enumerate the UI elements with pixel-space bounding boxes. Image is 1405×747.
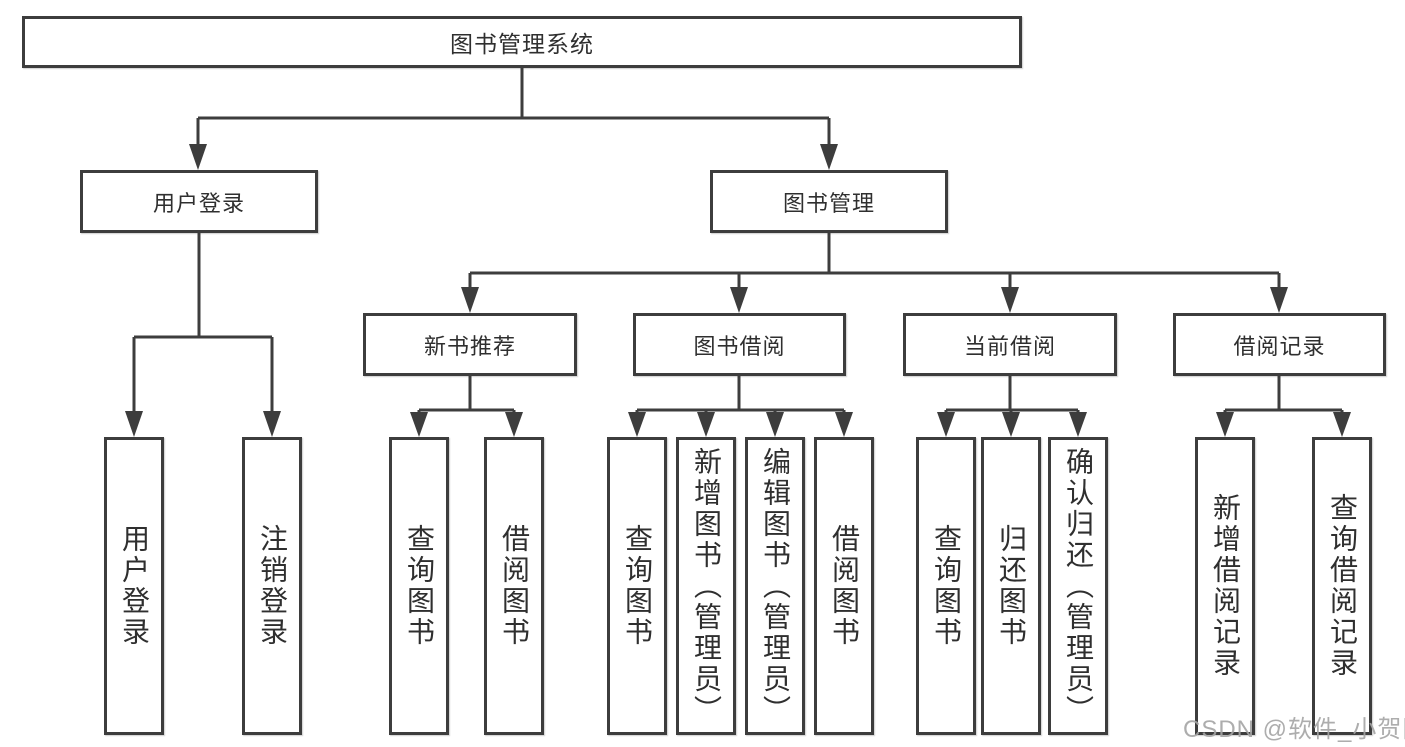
leaf-label: 编辑图书（管理员） bbox=[760, 446, 791, 726]
arrowheads bbox=[125, 144, 1351, 437]
node-label: 新书推荐 bbox=[423, 333, 516, 359]
leaf-query-books-newbooks: 查询图书 bbox=[389, 437, 449, 735]
node-borrowing-records: 借阅记录 bbox=[1173, 313, 1386, 376]
leaf-borrow-books-newbooks: 借阅图书 bbox=[484, 437, 544, 735]
leaf-add-book-admin: 新增图书（管理员） bbox=[676, 437, 736, 735]
node-label: 借阅记录 bbox=[1233, 333, 1326, 359]
leaf-label: 用户登录 bbox=[119, 524, 150, 648]
leaf-logout: 注销登录 bbox=[242, 437, 302, 735]
leaf-label: 查询图书 bbox=[404, 524, 435, 648]
leaf-label: 查询图书 bbox=[931, 524, 962, 648]
node-library-management-system: 图书管理系统 bbox=[22, 16, 1022, 68]
leaf-label: 借阅图书 bbox=[829, 524, 860, 648]
leaf-label: 查询图书 bbox=[622, 524, 653, 648]
leaf-add-borrow-record: 新增借阅记录 bbox=[1195, 437, 1255, 735]
leaf-label: 确认归还（管理员） bbox=[1063, 446, 1094, 726]
leaf-return-book: 归还图书 bbox=[981, 437, 1041, 735]
leaf-edit-book-admin: 编辑图书（管理员） bbox=[745, 437, 805, 735]
leaf-confirm-return-admin: 确认归还（管理员） bbox=[1048, 437, 1108, 735]
node-label: 图书管理系统 bbox=[450, 31, 594, 57]
node-label: 图书管理 bbox=[782, 190, 875, 216]
leaf-label: 查询借阅记录 bbox=[1327, 493, 1358, 679]
node-label: 用户登录 bbox=[152, 190, 245, 216]
node-book-management: 图书管理 bbox=[710, 170, 948, 233]
node-user-login: 用户登录 bbox=[80, 170, 318, 233]
leaf-query-books-borrow: 查询图书 bbox=[607, 437, 667, 735]
node-label: 图书借阅 bbox=[693, 333, 786, 359]
watermark: CSDN @软件_小贺同学 bbox=[1183, 716, 1405, 743]
node-book-borrowing: 图书借阅 bbox=[633, 313, 846, 376]
node-label: 当前借阅 bbox=[963, 333, 1056, 359]
leaf-user-login: 用户登录 bbox=[104, 437, 164, 735]
node-current-borrowing: 当前借阅 bbox=[903, 313, 1117, 376]
leaf-label: 新增借阅记录 bbox=[1210, 493, 1241, 679]
leaf-label: 新增图书（管理员） bbox=[691, 446, 722, 726]
leaf-query-books-current: 查询图书 bbox=[916, 437, 976, 735]
node-new-book-recommendation: 新书推荐 bbox=[363, 313, 577, 376]
leaf-label: 注销登录 bbox=[257, 524, 288, 648]
leaf-borrow-books-borrow: 借阅图书 bbox=[814, 437, 874, 735]
leaf-label: 归还图书 bbox=[996, 524, 1027, 648]
leaf-query-borrow-record: 查询借阅记录 bbox=[1312, 437, 1372, 735]
leaf-label: 借阅图书 bbox=[499, 524, 530, 648]
